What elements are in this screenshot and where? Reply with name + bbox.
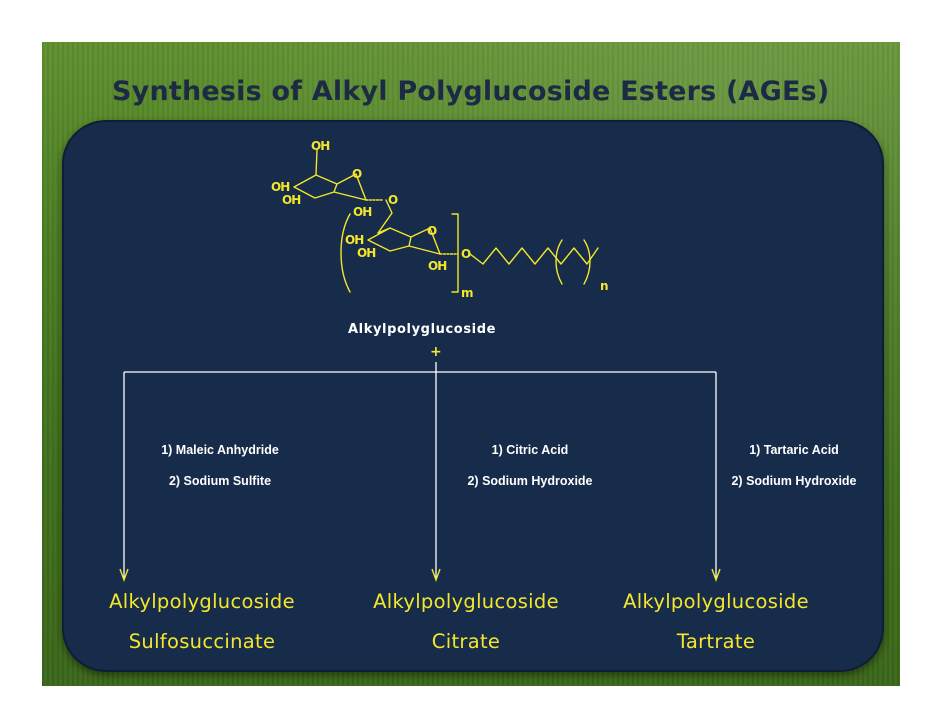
bracket-m-right bbox=[451, 213, 459, 293]
product-name: Alkylpolyglucoside bbox=[623, 590, 809, 613]
atom-o: O bbox=[352, 167, 362, 181]
product-type: Tartrate bbox=[676, 630, 756, 653]
subscript-m: m bbox=[461, 286, 474, 300]
atom-oh: OH bbox=[282, 193, 301, 207]
reagent-step-1: 1) Citric Acid bbox=[491, 443, 569, 457]
reagent-step-2: 2) Sodium Hydroxide bbox=[467, 474, 593, 488]
plus-sign: + bbox=[430, 344, 442, 360]
reagent-step-2: 2) Sodium Hydroxide bbox=[731, 474, 857, 488]
atom-o: O bbox=[388, 193, 398, 207]
bracket-n-right bbox=[583, 239, 591, 285]
compound-name: Alkylpolyglucoside bbox=[348, 322, 497, 337]
reagent-step-2: 2) Sodium Sulfite bbox=[168, 474, 272, 488]
atom-o: O bbox=[427, 224, 437, 238]
arrowhead-left bbox=[119, 568, 129, 583]
product-type: Citrate bbox=[431, 630, 501, 653]
arrowhead-right bbox=[711, 568, 721, 583]
alkyl-chain bbox=[469, 247, 599, 265]
subscript-n: n bbox=[600, 279, 609, 293]
product-name: Alkylpolyglucoside bbox=[109, 590, 295, 613]
product-name: Alkylpolyglucoside bbox=[373, 590, 559, 613]
atom-oh: OH bbox=[428, 259, 447, 273]
glucose-ring-2 bbox=[367, 227, 441, 255]
arrowhead-center bbox=[431, 568, 441, 583]
glucose-ring-1 bbox=[293, 149, 367, 201]
atom-oh: OH bbox=[311, 139, 330, 153]
reagent-step-1: 1) Maleic Anhydride bbox=[161, 443, 279, 457]
content-panel bbox=[62, 120, 884, 672]
atom-oh: OH bbox=[353, 205, 372, 219]
atom-oh: OH bbox=[357, 246, 376, 260]
atom-o: O bbox=[461, 247, 471, 261]
product-type: Sulfosuccinate bbox=[128, 630, 276, 653]
reagent-step-1: 1) Tartaric Acid bbox=[749, 443, 839, 457]
atom-oh: OH bbox=[271, 180, 290, 194]
slide-title: Synthesis of Alkyl Polyglucoside Esters … bbox=[112, 76, 830, 107]
bracket-n-left bbox=[555, 239, 563, 285]
atom-oh: OH bbox=[345, 233, 364, 247]
bracket-m-left bbox=[340, 213, 351, 293]
